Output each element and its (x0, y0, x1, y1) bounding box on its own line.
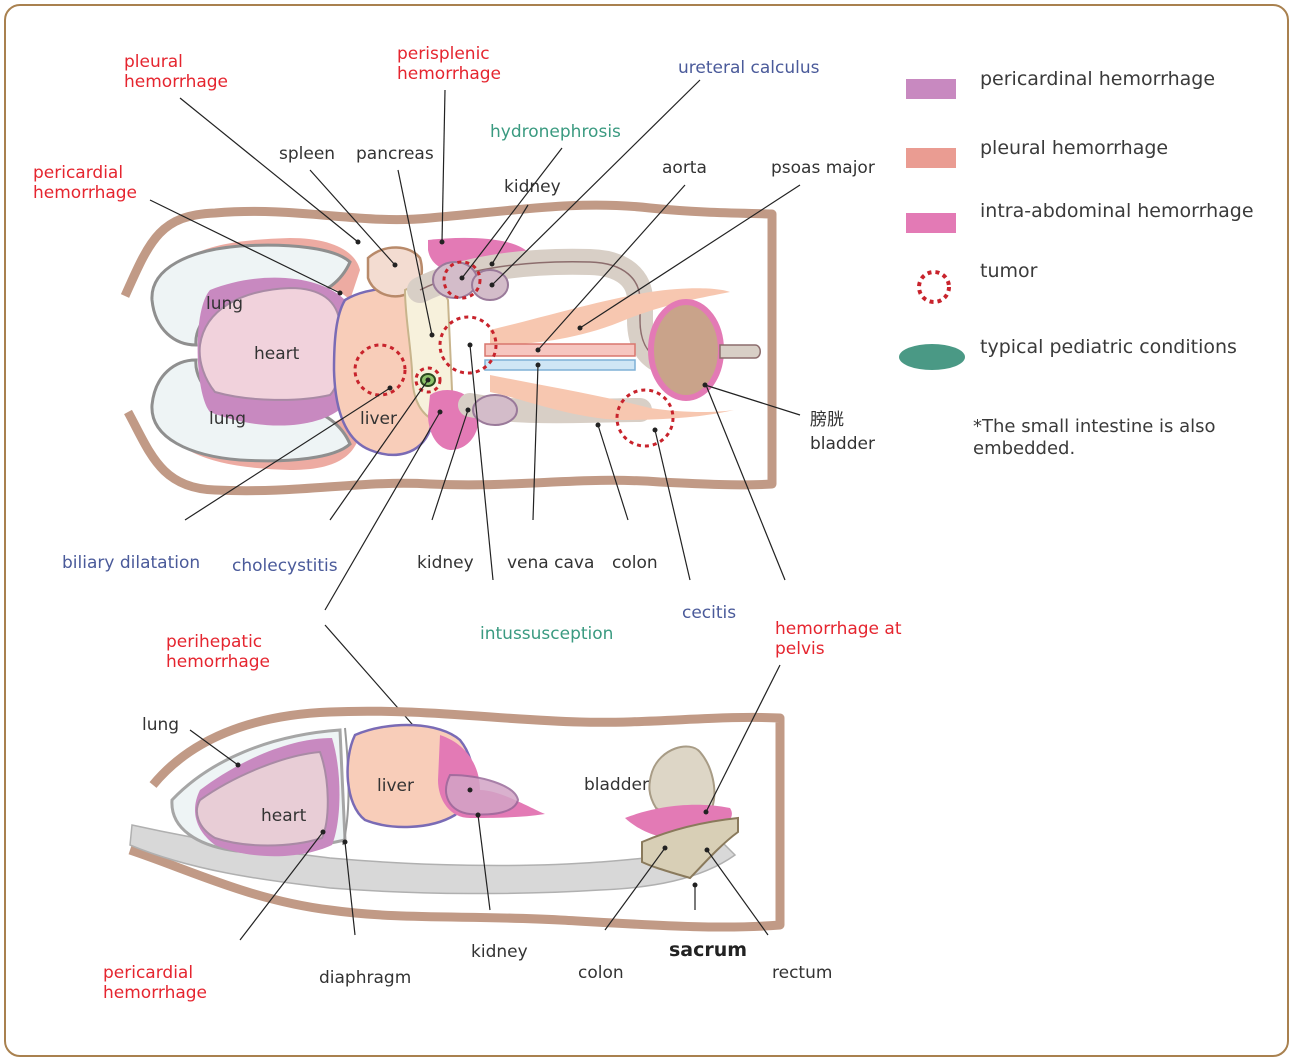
label-aorta: aorta (662, 158, 707, 178)
label-colon-side: colon (578, 963, 624, 983)
organ-label-liver: liver (360, 409, 397, 429)
label-biliary-dilatation: biliary dilatation (62, 553, 200, 573)
organ-label-lung-lower: lung (209, 409, 246, 429)
label-kidney-top: kidney (504, 177, 561, 197)
label-pericardial-hemorrhage-side: pericardial hemorrhage (103, 963, 207, 1003)
salmon-swatch-icon (906, 148, 956, 168)
legend-label-pleural: pleural hemorrhage (980, 137, 1168, 159)
legend-label-pericardinal: pericardinal hemorrhage (980, 68, 1215, 90)
vena-cava-vessel (485, 360, 635, 370)
label-cecitis: cecitis (682, 603, 736, 623)
label-hemorrhage-at-pelvis: hemorrhage at pelvis (775, 619, 902, 659)
label-ureteral-calculus: ureteral calculus (678, 58, 819, 78)
label-perisplenic-hemorrhage: perisplenic hemorrhage (397, 44, 501, 84)
small-intestine-note: *The small intestine is also embedded. (973, 416, 1216, 460)
label-vena-cava: vena cava (507, 553, 594, 573)
dotted-circle-icon (919, 272, 949, 302)
aorta-vessel (485, 344, 635, 356)
purple-swatch-icon (906, 79, 956, 99)
legend-label-tumor: tumor (980, 260, 1037, 282)
legend-label-intra-abdominal: intra-abdominal hemorrhage (980, 200, 1254, 222)
kidney-side (446, 775, 518, 814)
label-pancreas: pancreas (356, 144, 434, 164)
label-lung-side: lung (142, 715, 179, 735)
label-perihepatic-hemorrhage: perihepatic hemorrhage (166, 632, 270, 672)
label-pericardial-hemorrhage-top: pericardial hemorrhage (33, 163, 137, 203)
kidney-lower (473, 395, 517, 425)
label-bladder-side: bladder (584, 775, 649, 795)
label-spleen: spleen (279, 144, 335, 164)
organ-label-liver-side: liver (377, 776, 414, 796)
label-diaphragm: diaphragm (319, 968, 411, 988)
label-psoas-major: psoas major (771, 158, 875, 178)
bladder-top (651, 302, 721, 398)
label-cholecystitis: cholecystitis (232, 556, 338, 576)
pink-swatch-icon (906, 213, 956, 233)
organ-label-heart: heart (254, 344, 299, 364)
label-bladder-top: bladder (810, 434, 875, 454)
label-colon-top: colon (612, 553, 658, 573)
label-sacrum: sacrum (669, 940, 747, 960)
organ-label-heart-side: heart (261, 806, 306, 826)
label-pleural-hemorrhage: pleural hemorrhage (124, 52, 228, 92)
label-kidney-side: kidney (471, 942, 528, 962)
label-kidney-bottom: kidney (417, 553, 474, 573)
top-view (125, 205, 772, 491)
legend-label-pediatric: typical pediatric conditions (980, 336, 1237, 358)
teal-ellipse-icon (899, 344, 965, 370)
label-intussusception: intussusception (480, 624, 613, 644)
legend-icons (899, 79, 965, 370)
label-hydronephrosis: hydronephrosis (490, 122, 621, 142)
bladder-tail (720, 345, 760, 358)
label-bladder-jp: 膀胱 (810, 410, 844, 430)
organ-label-lung-upper: lung (206, 294, 243, 314)
side-view (130, 711, 780, 927)
label-rectum: rectum (772, 963, 832, 983)
